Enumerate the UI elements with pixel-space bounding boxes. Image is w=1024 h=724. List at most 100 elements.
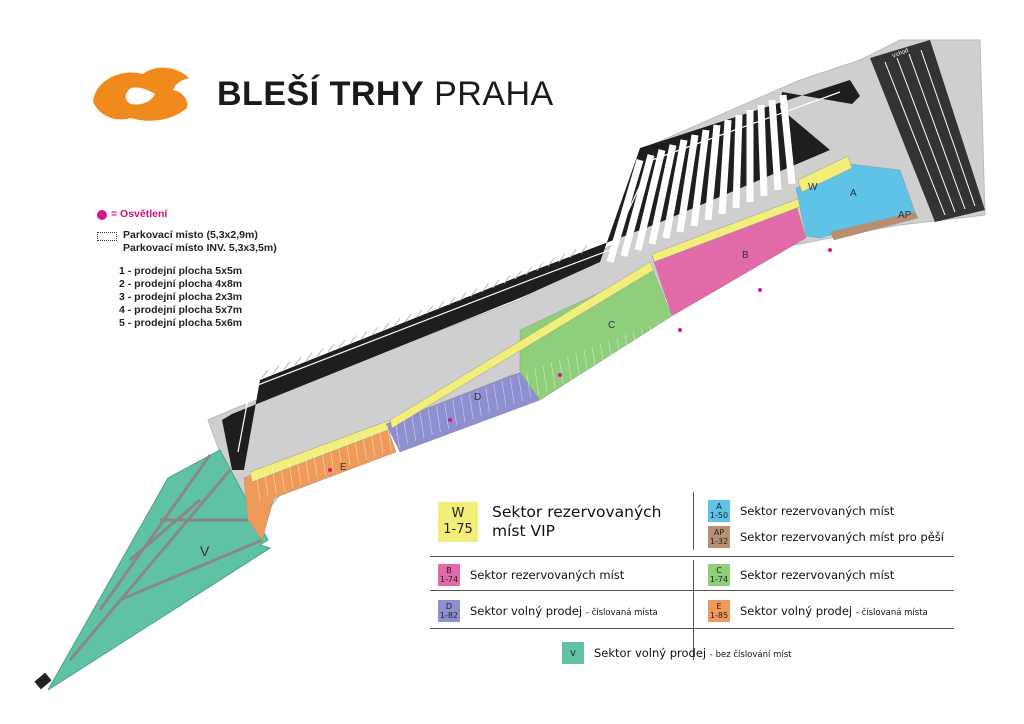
stall-divider — [354, 436, 359, 463]
stall-divider — [411, 415, 417, 442]
stall-divider — [805, 266, 810, 293]
side-parking-slot — [404, 313, 412, 323]
stall-divider — [723, 297, 728, 324]
stall-divider — [370, 430, 376, 457]
stall-divider — [337, 442, 343, 470]
stall-divider — [755, 284, 761, 311]
stall-divider — [509, 377, 515, 404]
legend-ap[interactable]: AP 1-32 Sektor rezervovaných míst pro pě… — [708, 526, 944, 548]
stall-divider — [624, 334, 630, 361]
stall-divider — [468, 393, 474, 420]
right-lot-lane — [884, 61, 946, 216]
stall-divider — [796, 269, 802, 296]
stall-divider — [444, 402, 449, 429]
stall-divider — [485, 387, 490, 414]
sector-letter-ap: AP — [898, 210, 912, 221]
side-parking-slot — [305, 352, 313, 362]
side-parking-slot — [481, 283, 489, 293]
key-size-3: 3 - prodejní plocha 2x3m — [119, 291, 243, 303]
side-parking-slot — [338, 339, 346, 349]
legend-a-text: Sektor rezervovaných míst — [740, 504, 895, 518]
legend-e-text: Sektor volný prodej - číslovaná místa — [740, 604, 928, 618]
stall-divider — [714, 300, 720, 327]
stall-divider — [559, 359, 564, 386]
legend-ap-chip: AP 1-32 — [708, 526, 730, 548]
legend-c-chip: C 1-74 — [708, 564, 730, 586]
side-parking-slot — [514, 270, 522, 280]
map-key: = Osvětlení Parkovací místo (5,3x2,9m) P… — [97, 208, 277, 330]
side-parking-slot — [382, 322, 390, 332]
stall-divider — [329, 446, 335, 473]
parking-slot — [757, 104, 768, 197]
side-parking-slot — [371, 326, 379, 336]
parking-slot — [606, 159, 644, 263]
side-parking-slot — [349, 335, 357, 344]
side-parking-slot — [448, 296, 456, 306]
stall-divider — [526, 371, 531, 398]
sector-letter-d: D — [474, 392, 481, 403]
side-parking-slot — [525, 266, 533, 276]
side-parking-slot — [547, 257, 555, 267]
legend-b[interactable]: B 1-74 Sektor rezervovaných míst — [438, 564, 624, 586]
parking-slot — [676, 134, 699, 233]
parking-slot — [779, 94, 796, 185]
stall-divider — [296, 458, 302, 485]
side-parking-slot — [580, 245, 588, 254]
lighting-dot-icon — [97, 209, 107, 220]
legend-e-chip: E 1-85 — [708, 600, 730, 622]
stall-divider — [477, 390, 482, 417]
stall-divider — [632, 331, 638, 358]
sector-v-area[interactable] — [47, 449, 272, 691]
side-parking-slot — [283, 361, 291, 370]
legend-a-chip: A 1-50 — [708, 500, 730, 522]
stall-divider — [764, 281, 769, 308]
key-parking-2: Parkovací místo INV. 5,3x3,5m) — [123, 242, 277, 254]
legend-d[interactable]: D 1-82 Sektor volný prodej - číslovaná m… — [438, 600, 658, 622]
side-parking-slot — [558, 253, 566, 263]
stall-divider — [345, 439, 351, 466]
legend-d-text: Sektor volný prodej - číslovaná místa — [470, 604, 658, 618]
lighting-dots — [328, 248, 832, 472]
side-parking-slot — [415, 309, 423, 319]
lighting-dot — [328, 468, 332, 472]
legend-e[interactable]: E 1-85 Sektor volný prodej - číslovaná m… — [708, 600, 928, 622]
stall-divider — [821, 260, 827, 287]
stall-divider — [567, 356, 572, 383]
stall-divider — [673, 315, 679, 342]
v-aisle — [119, 538, 263, 602]
parking-slot — [718, 119, 732, 215]
parking-slot — [648, 144, 677, 245]
sector-v-gridlines — [68, 454, 263, 661]
legend-w[interactable]: W 1-75 Sektor rezervovaných míst VIP — [438, 502, 682, 542]
stall-divider — [698, 306, 704, 333]
parking-slot — [690, 129, 710, 227]
stall-divider — [263, 470, 269, 497]
lighting-dot — [758, 288, 762, 292]
right-parking-stripes — [884, 49, 976, 216]
stall-divider — [321, 449, 326, 476]
stall-divider — [608, 340, 613, 367]
legend-v[interactable]: V Sektor volný prodej - bez číslování mí… — [562, 642, 791, 664]
parking-slot — [620, 154, 655, 257]
sector-w-band-right — [797, 155, 853, 193]
stall-divider — [403, 418, 408, 445]
legend-c[interactable]: C 1-74 Sektor rezervovaných míst — [708, 564, 894, 586]
side-parking-slot — [503, 275, 511, 284]
stall-divider — [616, 337, 622, 364]
stall-divider — [304, 455, 310, 482]
stall-divider — [542, 365, 548, 392]
legend-a[interactable]: A 1-50 Sektor rezervovaných míst — [708, 500, 894, 522]
side-parking-slot — [272, 365, 280, 375]
stall-divider — [378, 427, 384, 454]
stall-divider — [813, 263, 818, 290]
parking-slot — [704, 124, 721, 221]
side-parking-slot — [459, 292, 467, 301]
brand-header: BLEŠÍ TRHY PRAHA — [85, 62, 554, 126]
stall-divider — [288, 461, 294, 488]
stall-divider — [280, 464, 285, 491]
brand-title-bold: BLEŠÍ TRHY — [217, 74, 425, 113]
stall-divider — [600, 343, 605, 370]
side-parking-slot — [393, 318, 401, 327]
side-parking-slot — [569, 249, 577, 258]
